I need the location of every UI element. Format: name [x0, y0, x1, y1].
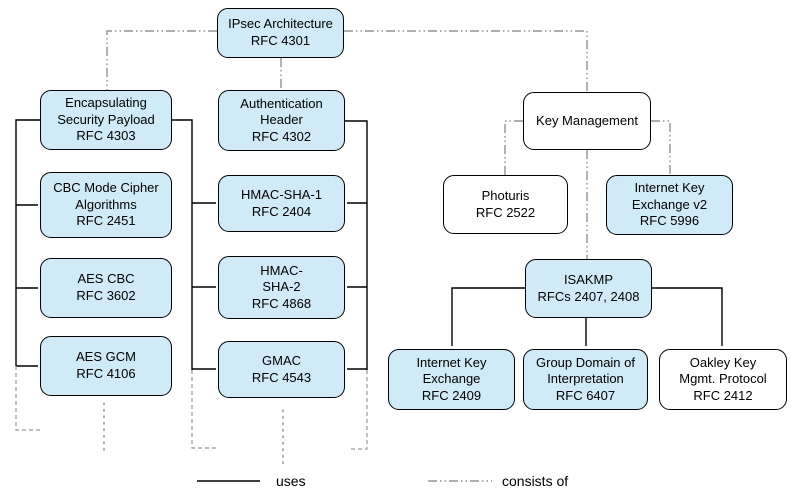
consists-keymgmt-to-ikev2: [651, 120, 671, 175]
node-isakmp: ISAKMP RFCs 2407, 2408: [525, 259, 652, 318]
continuation-esp-trunk-right: [191, 370, 216, 449]
node-label: AES GCM RFC 4106: [76, 349, 136, 381]
node-label: Oakley Key Mgmt. Protocol RFC 2412: [679, 354, 767, 403]
uses-isakmp-to-ike: [451, 287, 525, 346]
node-gmac: GMAC RFC 4543: [218, 341, 345, 398]
node-aes-gcm: AES GCM RFC 4106: [40, 336, 172, 396]
node-label: Internet Key Exchange RFC 2409: [416, 354, 487, 403]
node-ike-v2: Internet Key Exchange v2 RFC 5996: [606, 175, 733, 235]
legend-uses-label: uses: [276, 473, 306, 489]
node-cbc-mode-cipher: CBC Mode Cipher Algorithms RFC 2451: [40, 172, 172, 238]
consists-keymgmt-to-photuris: [504, 120, 523, 175]
node-authentication-header: Authentication Header RFC 4302: [218, 90, 345, 151]
node-label: Authentication Header RFC 4302: [240, 95, 323, 144]
node-label: HMAC- SHA-2 RFC 4868: [251, 262, 312, 311]
uses-esp-trunk-left: [15, 119, 40, 366]
continuation-esp-trunk-left: [15, 366, 40, 431]
node-label: AES CBC RFC 3602: [76, 271, 136, 303]
node-photuris: Photuris RFC 2522: [443, 175, 568, 234]
node-label: Group Domain of Interpretation RFC 6407: [536, 354, 635, 403]
node-label: IPsec Architecture RFC 4301: [228, 16, 333, 48]
node-hmac-sha1: HMAC-SHA-1 RFC 2404: [218, 175, 345, 232]
node-oakley: Oakley Key Mgmt. Protocol RFC 2412: [659, 349, 787, 410]
node-aes-cbc: AES CBC RFC 3602: [40, 258, 172, 318]
node-label: GMAC RFC 4543: [251, 352, 312, 385]
consists-ipsec-to-keymgmt: [344, 30, 588, 92]
uses-ah-trunk: [345, 120, 368, 370]
node-label: ISAKMP RFCs 2407, 2408: [537, 271, 640, 304]
continuation-ah-trunk: [348, 370, 368, 450]
node-hmac-sha2: HMAC- SHA-2 RFC 4868: [218, 256, 345, 319]
node-label: Internet Key Exchange v2 RFC 5996: [631, 180, 708, 229]
legend-consists-of-label: consists of: [502, 473, 569, 489]
node-esp: Encapsulating Security Payload RFC 4303: [40, 90, 172, 150]
node-label: CBC Mode Cipher Algorithms RFC 2451: [53, 180, 159, 229]
node-label: Encapsulating Security Payload RFC 4303: [57, 95, 155, 144]
uses-esp-trunk-right: [172, 119, 193, 370]
node-ipsec-architecture: IPsec Architecture RFC 4301: [217, 8, 344, 58]
node-label: HMAC-SHA-1 RFC 2404: [241, 186, 322, 219]
node-gdoi: Group Domain of Interpretation RFC 6407: [523, 349, 648, 410]
consists-ipsec-to-esp: [106, 30, 217, 90]
node-label: Key Management: [536, 112, 638, 128]
node-key-management: Key Management: [523, 92, 651, 150]
node-internet-key-exchange: Internet Key Exchange RFC 2409: [388, 349, 515, 410]
uses-isakmp-to-oakley: [652, 287, 723, 346]
node-label: Photuris RFC 2522: [475, 187, 536, 220]
